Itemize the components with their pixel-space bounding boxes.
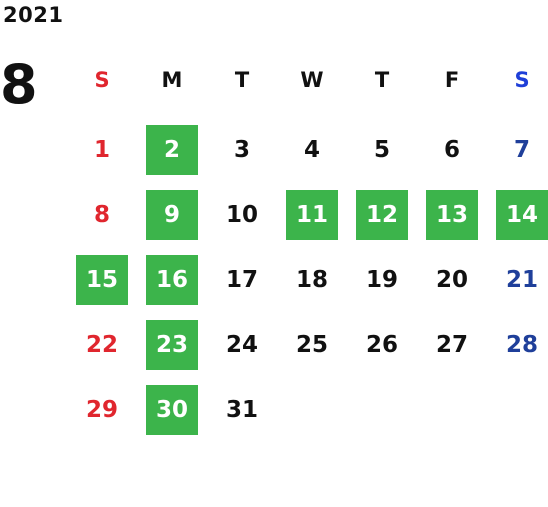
weekday-header: F <box>444 68 460 92</box>
calendar-day[interactable]: 5 <box>373 137 390 163</box>
weekday-header: T <box>234 68 250 92</box>
weekday-header: M <box>161 68 183 92</box>
calendar-day[interactable]: 4 <box>303 137 320 163</box>
calendar-day-highlighted[interactable]: 9 <box>146 190 198 240</box>
calendar-day-highlighted[interactable]: 12 <box>356 190 408 240</box>
calendar-day-highlighted[interactable]: 15 <box>76 255 128 305</box>
calendar-day-highlighted[interactable]: 16 <box>146 255 198 305</box>
calendar-day[interactable]: 31 <box>225 397 258 423</box>
weekday-header: S <box>514 68 530 92</box>
calendar-day[interactable]: 10 <box>225 202 258 228</box>
weekday-header: T <box>374 68 390 92</box>
calendar-day[interactable]: 27 <box>435 332 468 358</box>
calendar-day[interactable]: 19 <box>365 267 398 293</box>
month-number: 8 <box>0 53 38 116</box>
weekday-header: W <box>300 68 324 92</box>
calendar-day-highlighted[interactable]: 30 <box>146 385 198 435</box>
calendar-day[interactable]: 24 <box>225 332 258 358</box>
calendar-day[interactable]: 22 <box>85 332 118 358</box>
calendar-day[interactable]: 25 <box>295 332 328 358</box>
calendar-day-highlighted[interactable]: 23 <box>146 320 198 370</box>
calendar-day[interactable]: 21 <box>505 267 538 293</box>
calendar-day[interactable]: 20 <box>435 267 468 293</box>
calendar-day[interactable]: 18 <box>295 267 328 293</box>
calendar-day[interactable]: 17 <box>225 267 258 293</box>
calendar-day-highlighted[interactable]: 2 <box>146 125 198 175</box>
calendar-day[interactable]: 26 <box>365 332 398 358</box>
calendar-day[interactable]: 7 <box>513 137 530 163</box>
year-label: 2021 <box>3 3 64 27</box>
calendar-day[interactable]: 3 <box>233 137 250 163</box>
calendar-day-highlighted[interactable]: 14 <box>496 190 548 240</box>
calendar-day[interactable]: 1 <box>93 137 110 163</box>
calendar-day-highlighted[interactable]: 13 <box>426 190 478 240</box>
calendar-day[interactable]: 29 <box>85 397 118 423</box>
calendar-day[interactable]: 6 <box>443 137 460 163</box>
weekday-header: S <box>94 68 110 92</box>
calendar-day[interactable]: 28 <box>505 332 538 358</box>
calendar-day[interactable]: 8 <box>93 202 110 228</box>
calendar-day-highlighted[interactable]: 11 <box>286 190 338 240</box>
